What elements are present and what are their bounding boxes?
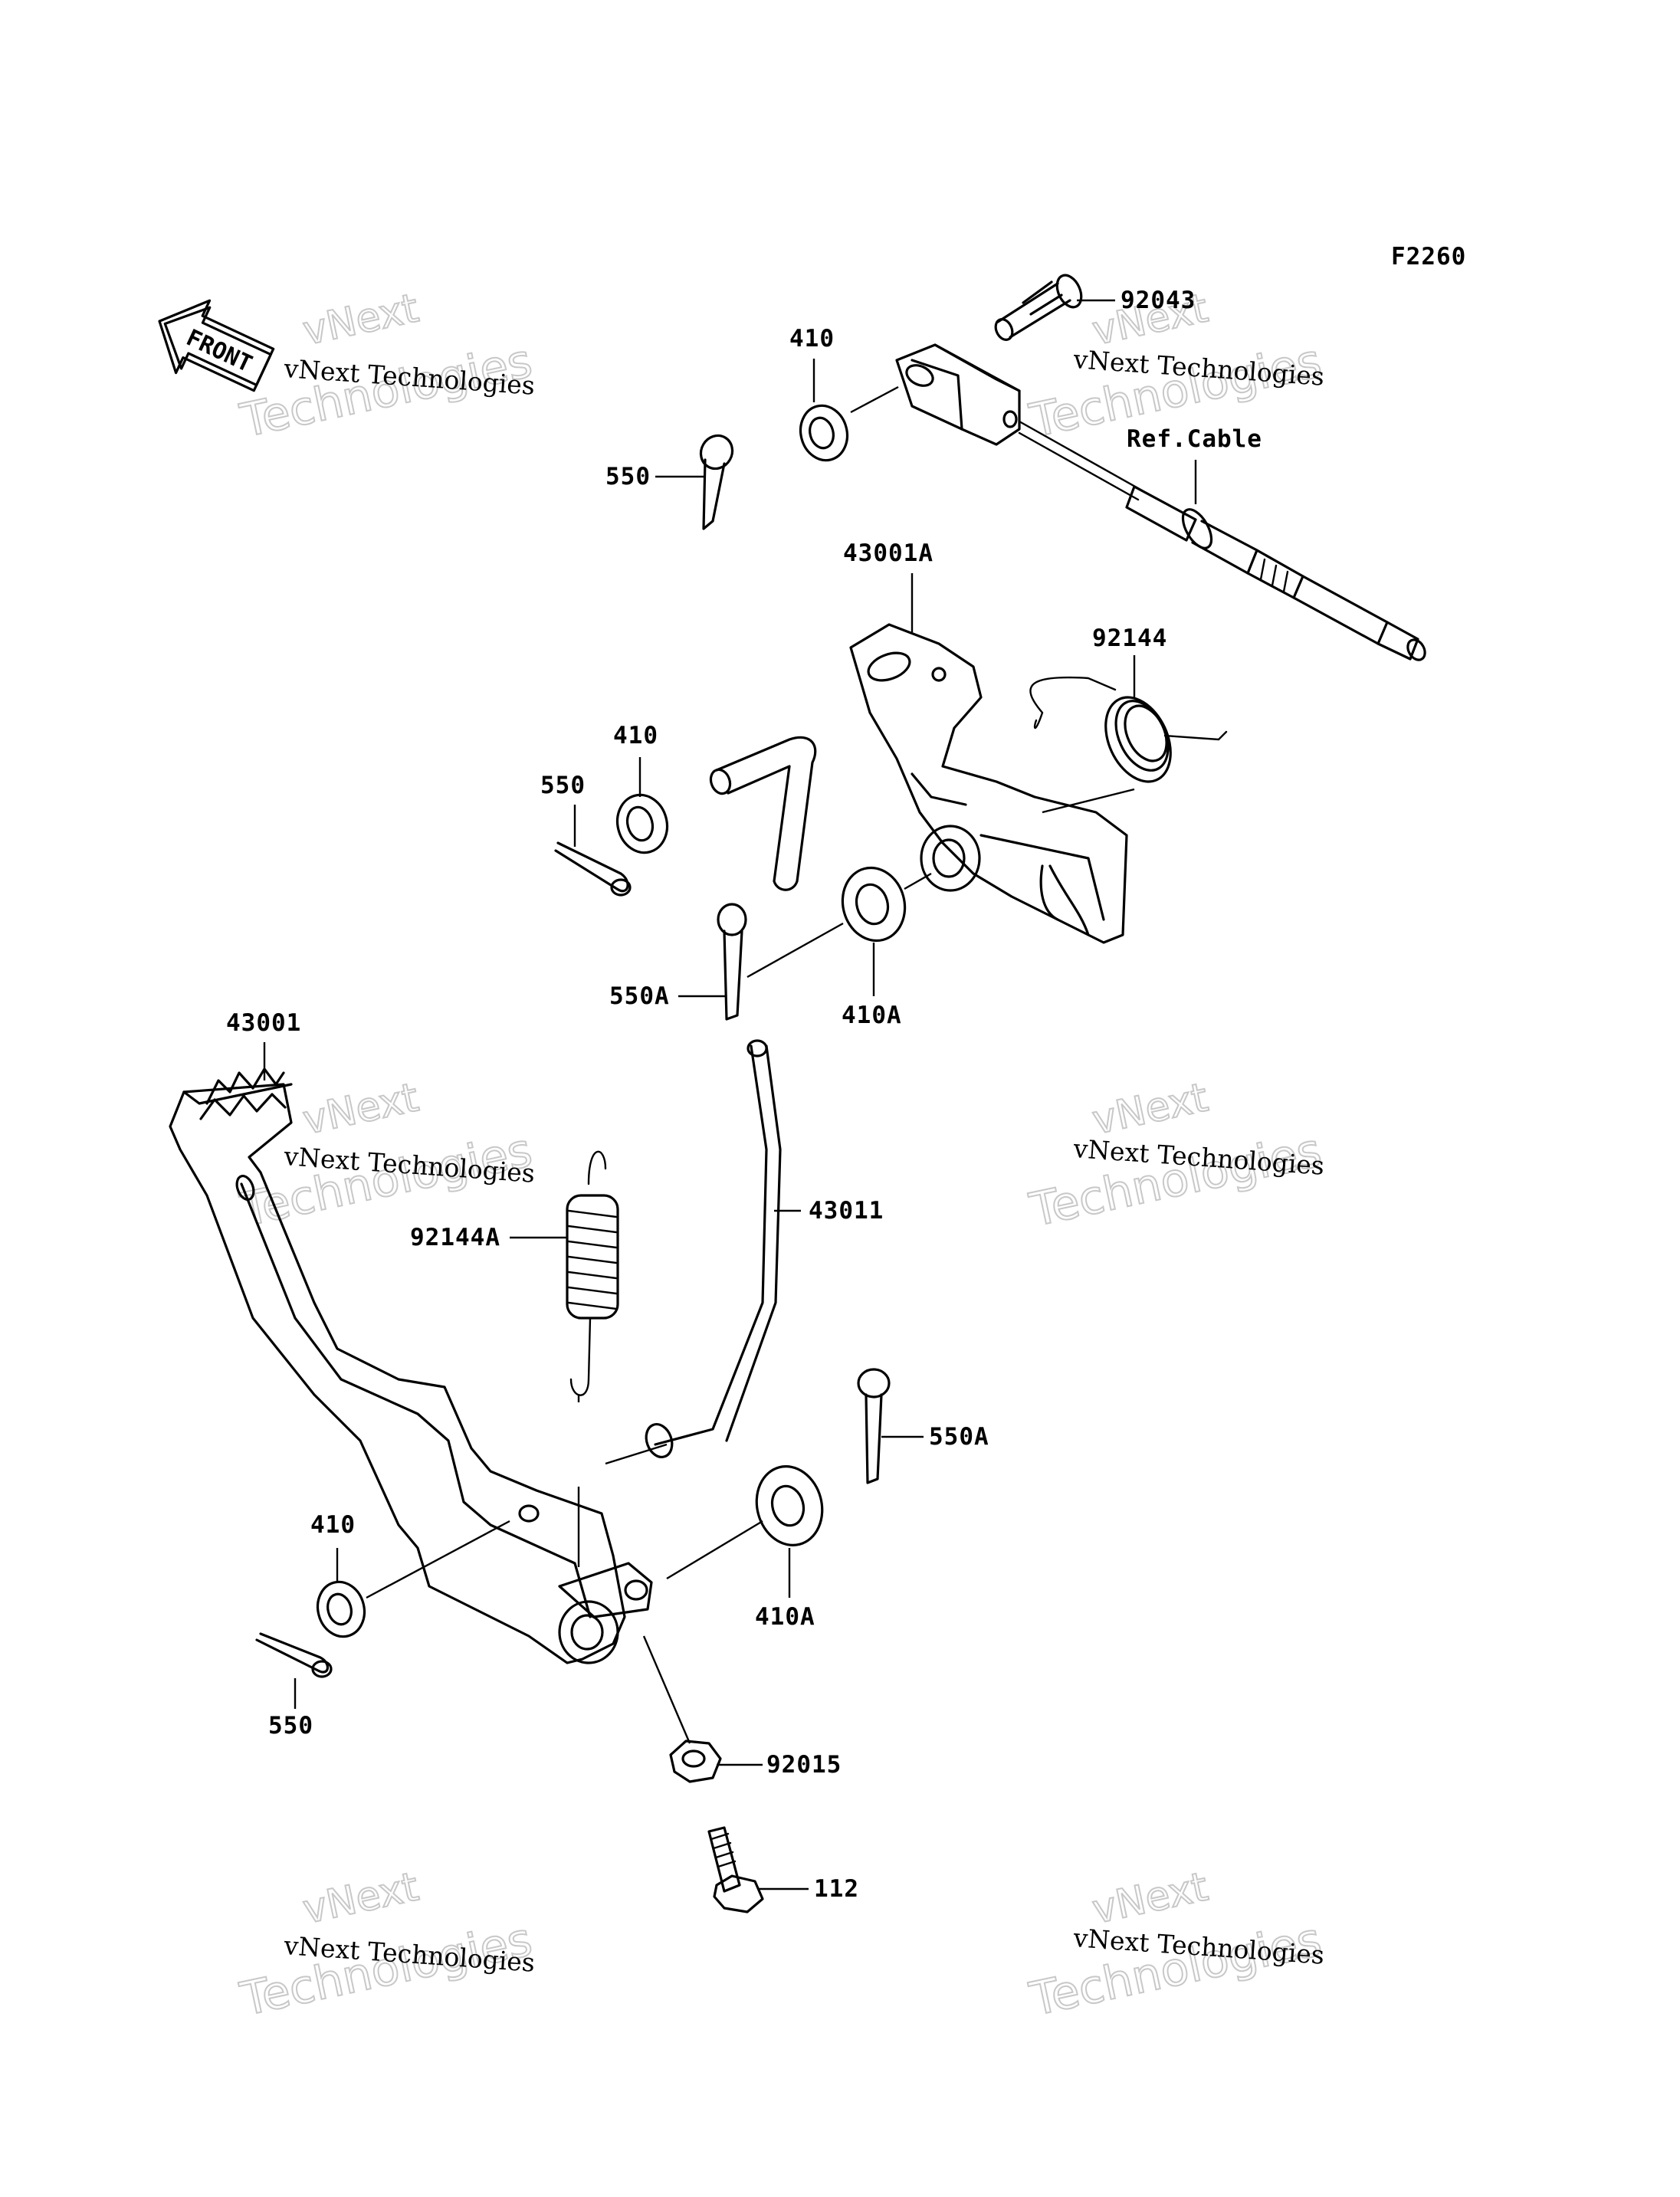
bent-pin: [709, 736, 817, 891]
clevis-pin-92043: [994, 274, 1083, 341]
label-410-top: 410: [789, 325, 835, 353]
label-550-top: 550: [605, 463, 651, 490]
figure-code: F2260: [1391, 243, 1466, 271]
washer-410-top: [799, 385, 899, 462]
label-410-mid: 410: [613, 722, 658, 749]
cable-clevis: [895, 343, 1021, 446]
label-43001A: 43001A: [843, 539, 934, 567]
brake-arm-43001A: [849, 623, 1128, 944]
label-550-mid: 550: [540, 772, 586, 799]
label-92144: 92144: [1092, 625, 1167, 652]
brake-pedal-43001: [169, 1067, 653, 1664]
svg-text:vNext: vNext: [1088, 1074, 1212, 1143]
return-spring-92144: [1029, 676, 1228, 814]
washer-410-low: [316, 1520, 510, 1638]
return-spring-92144A: [566, 1150, 619, 1402]
svg-text:vNext: vNext: [299, 1864, 422, 1933]
svg-text:vNext: vNext: [299, 285, 422, 354]
washer-410-mid: [615, 793, 669, 854]
label-92144A: 92144A: [410, 1224, 500, 1251]
cotter-pin-550-mid: [554, 841, 632, 897]
nut-92015: [642, 1635, 722, 1783]
washer-410A-mid: [841, 866, 932, 943]
watermark-bottom-right: vNext Technologies vNext Technologies: [1025, 1863, 1327, 2027]
bolt-112: [707, 1826, 764, 1913]
label-92043: 92043: [1121, 287, 1196, 314]
watermark-top-left: vNext Technologies vNext Technologies: [235, 284, 538, 448]
label-43011: 43011: [809, 1197, 884, 1225]
front-arrow-icon: FRONT: [158, 299, 275, 392]
label-92015: 92015: [766, 1751, 842, 1779]
watermark-mid-left: vNext Technologies vNext Technologies: [235, 1074, 538, 1238]
label-550A-mid: 550A: [609, 982, 670, 1010]
label-410A-mid: 410A: [842, 1002, 902, 1029]
cotter-pin-550A-low: [857, 1368, 891, 1484]
cotter-pin-550-low: [255, 1632, 333, 1678]
label-550-low: 550: [268, 1712, 313, 1740]
cotter-pin-550A-mid: [717, 903, 844, 1021]
cotter-pin-550-top: [699, 434, 734, 530]
svg-text:vNext: vNext: [1088, 1864, 1212, 1933]
svg-text:vNext: vNext: [299, 1074, 422, 1143]
front-badge-text: FRONT: [182, 324, 257, 378]
watermark-bottom-left: vNext Technologies vNext Technologies: [235, 1863, 538, 2027]
label-43001: 43001: [226, 1009, 301, 1037]
label-550A-low: 550A: [929, 1423, 989, 1451]
label-410-low: 410: [310, 1511, 356, 1539]
brake-rod-43011: [605, 1039, 782, 1465]
callout-leaders: [263, 299, 1197, 1890]
part-labels: 92043 410 Ref.Cable 550 43001A 92144 410…: [226, 287, 1262, 1903]
label-410A-low: 410A: [755, 1603, 815, 1631]
label-112: 112: [814, 1875, 859, 1903]
brake-cable: [1018, 420, 1426, 661]
label-ref-cable: Ref.Cable: [1127, 425, 1262, 453]
watermark-mid-right: vNext Technologies vNext Technologies: [1025, 1074, 1327, 1238]
washer-410A-low: [666, 1465, 824, 1580]
